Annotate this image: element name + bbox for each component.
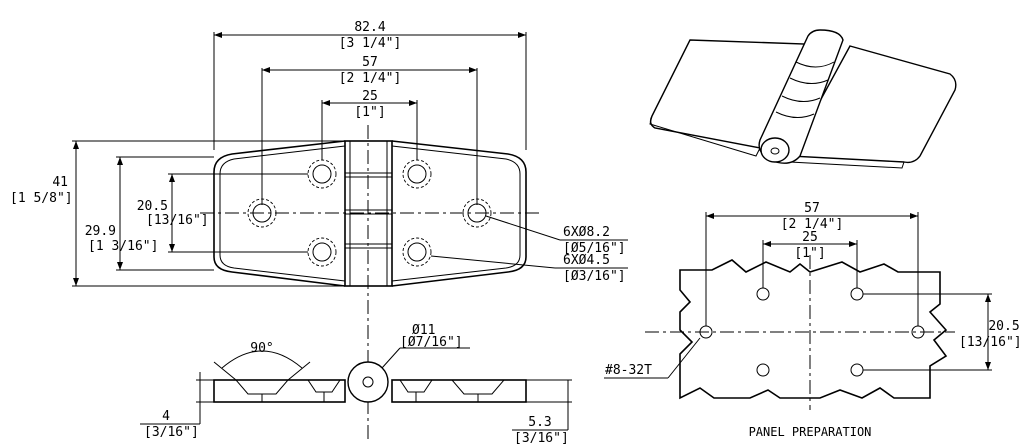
hole-right-upper bbox=[402, 159, 432, 189]
side-left-leaf bbox=[213, 379, 346, 403]
dim-edge-height-in: [1 3/16"] bbox=[88, 239, 158, 254]
dim-hole-spacing-in: [13/16"] bbox=[146, 213, 209, 228]
dim-height: 41 bbox=[52, 175, 68, 190]
dim-inner-spacing: 25 bbox=[362, 89, 378, 104]
dim-leaf-height: 5.3 bbox=[528, 415, 551, 430]
dim-outer-spacing: 57 bbox=[362, 55, 378, 70]
callout-knuckle-dia-in: [Ø7/16"] bbox=[400, 335, 463, 350]
dim-thickness: 4 bbox=[162, 409, 170, 424]
panel-caption: PANEL PREPARATION bbox=[749, 425, 872, 439]
dim-height-in: [1 5/8"] bbox=[10, 191, 73, 206]
dim-hole-spacing: 20.5 bbox=[137, 199, 168, 214]
right-leaf-outline bbox=[391, 140, 527, 287]
callout-large-hole: 6XØ8.2 bbox=[563, 225, 610, 240]
panel-hole-left-lower bbox=[756, 363, 770, 377]
callout-small-hole: 6XØ4.5 bbox=[563, 253, 610, 268]
callout-large-hole-in: [Ø5/16"] bbox=[563, 241, 626, 256]
dim-leaf-height-in: [3/16"] bbox=[514, 431, 569, 445]
top-view: 82.4 [3 1/4"] 57 [2 1/4"] 25 [1"] 41 [1 … bbox=[10, 20, 628, 440]
panel-dim-vertical-in: [13/16"] bbox=[959, 335, 1022, 350]
callout-knuckle-dia: Ø11 bbox=[412, 323, 435, 338]
hole-left-lower bbox=[307, 237, 337, 267]
dim-overall-width: 82.4 bbox=[354, 20, 385, 35]
dim-edge-height: 29.9 bbox=[85, 224, 116, 239]
callout-small-hole-in: [Ø3/16"] bbox=[563, 269, 626, 284]
hole-right-lower bbox=[402, 237, 432, 267]
dim-thickness-in: [3/16"] bbox=[144, 425, 199, 440]
panel-dim-inner-in: [1"] bbox=[794, 246, 825, 261]
panel-dim-outer: 57 bbox=[804, 201, 820, 216]
panel-preparation: 57 [2 1/4"] 25 [1"] 20.5 [13/16"] #8-32T… bbox=[604, 201, 1022, 439]
dim-overall-width-in: [3 1/4"] bbox=[339, 36, 402, 51]
panel-dim-vertical: 20.5 bbox=[988, 319, 1019, 334]
angle-90: 90° bbox=[250, 341, 273, 356]
isometric-view bbox=[649, 29, 957, 169]
side-knuckle bbox=[347, 361, 389, 403]
panel-hole-right-lower bbox=[850, 363, 864, 377]
side-view: 90° Ø11 [Ø7/16"] 4 [3/16"] 5.3 [3/16"] bbox=[140, 323, 572, 445]
panel-dim-inner: 25 bbox=[802, 230, 818, 245]
hole-left-upper bbox=[307, 159, 337, 189]
left-leaf-outline bbox=[213, 140, 346, 287]
dim-outer-spacing-in: [2 1/4"] bbox=[339, 71, 402, 86]
side-right-leaf bbox=[391, 379, 527, 403]
panel-thread-callout: #8-32T bbox=[605, 363, 652, 378]
iso-right-leaf bbox=[788, 45, 957, 164]
panel-hole-right-upper bbox=[850, 287, 864, 301]
panel-outline bbox=[679, 259, 948, 400]
panel-hole-left-upper bbox=[756, 287, 770, 301]
dim-inner-spacing-in: [1"] bbox=[354, 105, 385, 120]
panel-dim-outer-in: [2 1/4"] bbox=[781, 217, 844, 232]
